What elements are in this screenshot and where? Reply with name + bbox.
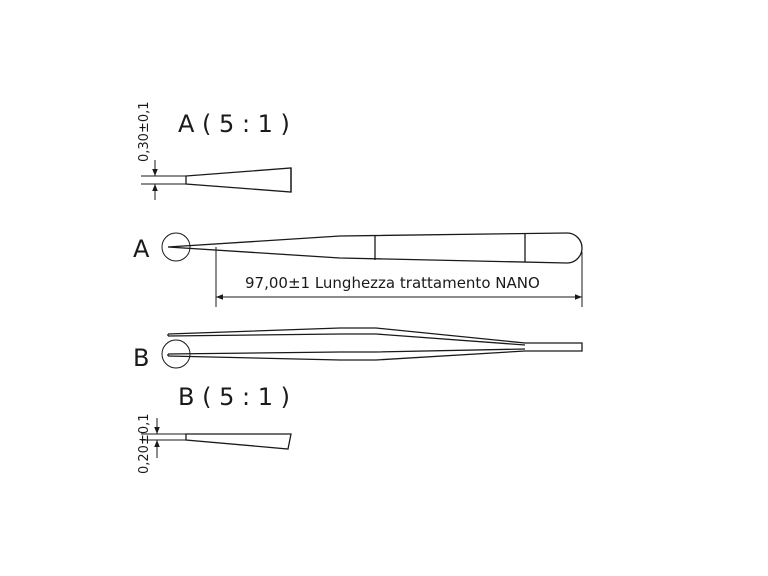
detail-b-tip-profile [185, 433, 292, 450]
detail-a-callout-circle [161, 232, 191, 262]
detail-b-title: B ( 5 : 1 ) [178, 383, 290, 411]
detail-b-thickness-dimension: 0,20±0,1 [137, 413, 152, 474]
detail-a-title: A ( 5 : 1 ) [178, 110, 290, 138]
detail-a: A ( 5 : 1 ) 0,30±0,1 [137, 101, 292, 200]
tweezers-lower-arm-outer [167, 350, 526, 361]
tweezers-upper-arm-outer [167, 327, 526, 344]
tweezers-side-outline [167, 232, 583, 264]
tweezers-upper-arm-inner [167, 333, 526, 346]
tweezers-lower-arm-inner [167, 348, 526, 355]
detail-a-thickness-dimension: 0,30±0,1 [137, 101, 152, 162]
tweezers-rear-end [525, 342, 583, 352]
detail-b: B ( 5 : 1 ) 0,20±0,1 [137, 383, 292, 474]
view-a-marker: A [133, 235, 150, 263]
detail-a-tip-profile [185, 167, 292, 193]
length-dimension-label: 97,00±1 Lunghezza trattamento NANO [245, 274, 540, 292]
view-b-marker: B [133, 344, 149, 372]
view-a: A 97,00±1 Lunghezza trattamento NANO [133, 232, 583, 307]
view-b: B [133, 327, 583, 372]
